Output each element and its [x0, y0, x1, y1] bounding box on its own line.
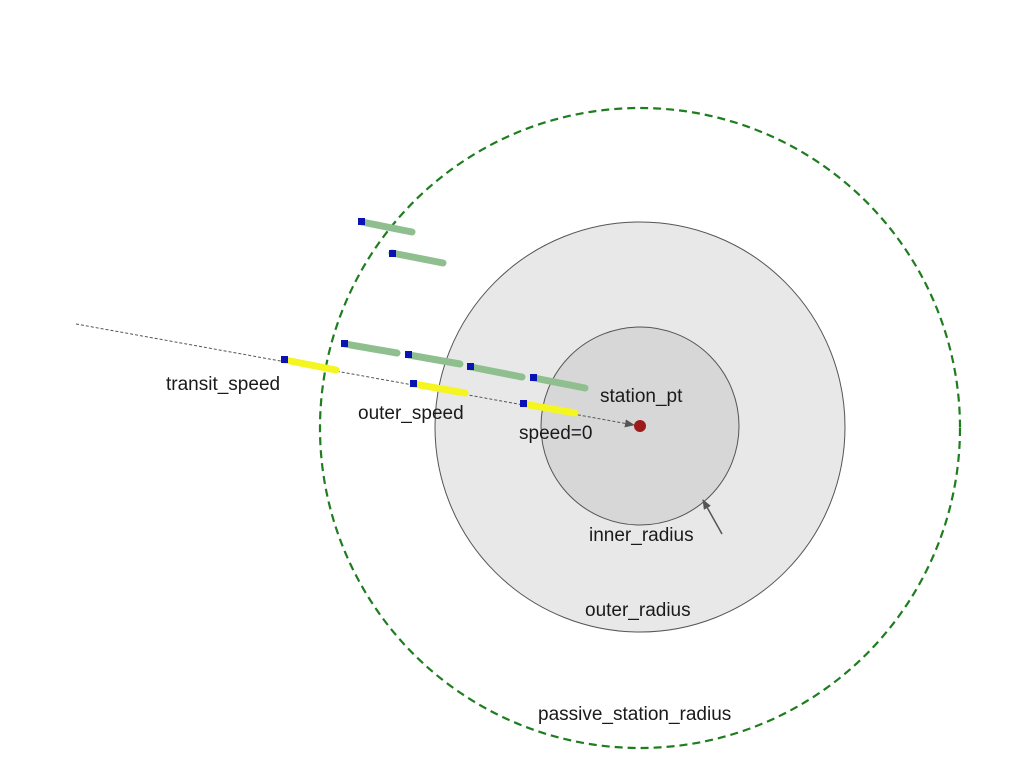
- passive-station-radius-circle: [318, 106, 962, 750]
- vessel-yellow-stopped: [520, 400, 579, 417]
- vessel-green-5: [467, 363, 526, 381]
- station-point: [634, 420, 646, 432]
- vessel-green-6: [530, 374, 589, 392]
- inner-radius-pointer-arrow: [702, 499, 723, 535]
- vessel-green-1: [358, 218, 416, 236]
- outer-speed-label: outer_speed: [358, 403, 464, 424]
- vessel-green-3: [341, 340, 401, 357]
- vessel-green-2: [388, 249, 447, 267]
- vessel-green-4: [405, 351, 464, 368]
- passive-station-radius-label: passive_station_radius: [538, 704, 731, 725]
- speed-zero-label: speed=0: [519, 423, 592, 444]
- vessel-yellow-outer: [410, 380, 469, 397]
- transit-speed-label: transit_speed: [166, 374, 280, 395]
- inner-radius-label: inner_radius: [589, 525, 694, 546]
- vessel-yellow-transit: [281, 356, 340, 374]
- station-pt-label: station_pt: [600, 386, 683, 407]
- outer-radius-label: outer_radius: [585, 600, 691, 621]
